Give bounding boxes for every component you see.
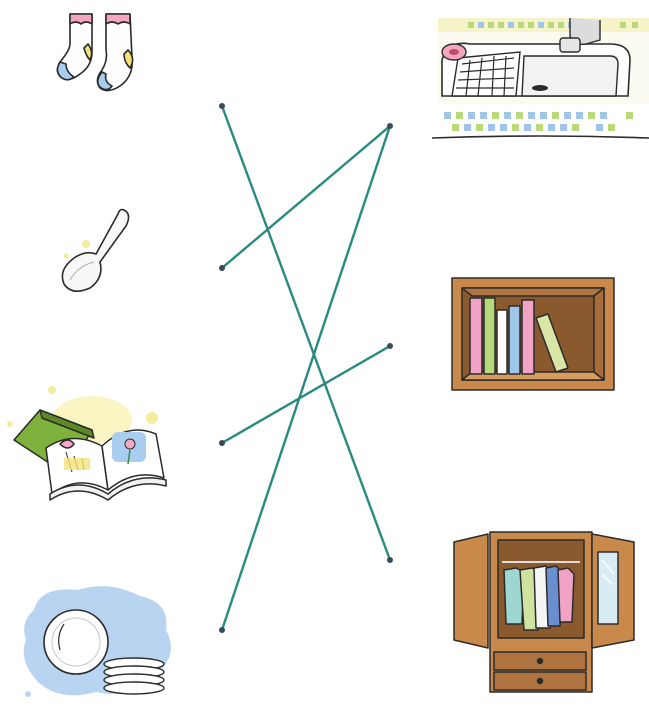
- bookshelf-icon: [452, 278, 614, 390]
- anchor-dot-bookshelf[interactable]: [387, 343, 393, 349]
- left-dots: [219, 103, 225, 633]
- connection-books-to-bookshelf: [222, 346, 390, 443]
- wardrobe-icon: [454, 532, 634, 692]
- kitchen-sink-icon: [432, 18, 649, 138]
- plates-icon: [24, 586, 171, 697]
- anchor-dot-socks[interactable]: [219, 103, 225, 109]
- socks-icon: [57, 14, 132, 91]
- anchor-dot-plates[interactable]: [219, 627, 225, 633]
- anchor-dot-spoon[interactable]: [219, 265, 225, 271]
- anchor-dot-wardrobe[interactable]: [387, 557, 393, 563]
- connection-plates-to-sink: [222, 126, 390, 630]
- anchor-dot-sink[interactable]: [387, 123, 393, 129]
- connection-spoon-to-sink: [222, 126, 390, 268]
- connection-lines: [222, 106, 390, 630]
- spoon-icon: [62, 210, 128, 292]
- right-dots: [387, 123, 393, 563]
- anchor-dot-books[interactable]: [219, 440, 225, 446]
- open-books-icon: [7, 386, 166, 500]
- connection-socks-to-wardrobe: [222, 106, 390, 560]
